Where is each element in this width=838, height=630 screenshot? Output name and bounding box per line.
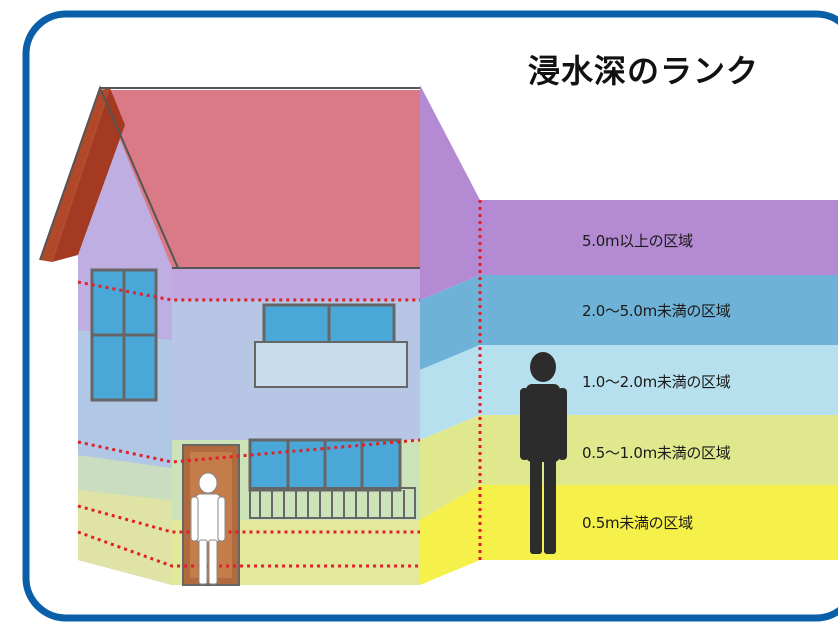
balcony-upper (254, 341, 408, 388)
depth-bands-transition (420, 85, 480, 585)
house-roof-eave (40, 88, 110, 262)
diagram-title: 浸水深のランク (528, 52, 760, 90)
house-roof (100, 90, 420, 268)
band-0_5-1m (480, 415, 838, 485)
band-label-2-5m: 2.0〜5.0m未満の区域 (582, 302, 731, 320)
person-small-icon (190, 472, 226, 585)
band-label-5m-plus: 5.0m以上の区域 (582, 232, 693, 250)
band-2-5m (480, 275, 838, 345)
band-label-under-0_5m: 0.5m未満の区域 (582, 514, 693, 532)
band-under-0_5m (480, 485, 838, 560)
water-level-markers (77, 200, 482, 568)
band-1-2m (480, 345, 838, 415)
house (39, 85, 420, 586)
band-label-0_5-1m: 0.5〜1.0m未満の区域 (582, 444, 731, 462)
person-large-icon (520, 352, 567, 554)
band-5m-plus (480, 200, 838, 275)
depth-bands-right (480, 200, 838, 560)
band-label-1-2m: 1.0〜2.0m未満の区域 (582, 373, 731, 391)
